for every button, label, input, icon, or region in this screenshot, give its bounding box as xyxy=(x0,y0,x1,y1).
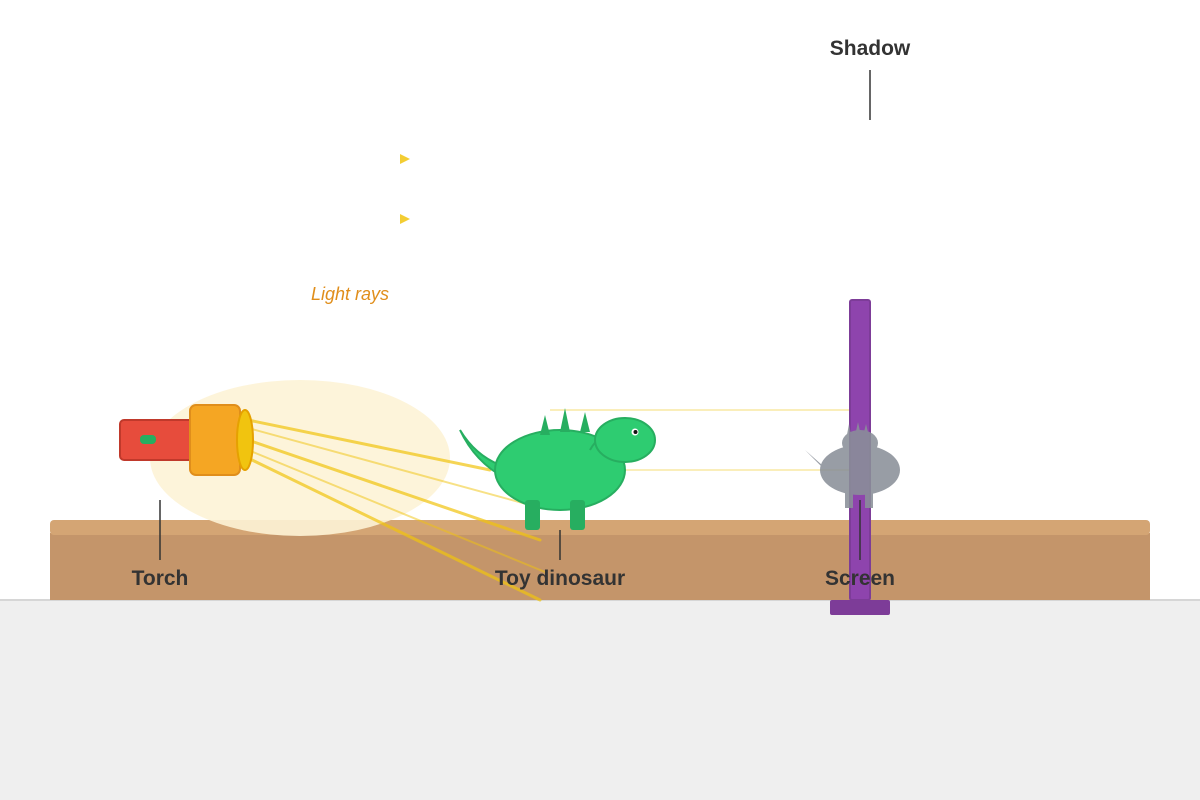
dinosaur-spike xyxy=(580,412,590,432)
torch-switch xyxy=(140,435,156,444)
light-rays-label: Light rays xyxy=(311,284,389,304)
light-ray xyxy=(246,418,492,472)
torch-body xyxy=(119,419,196,461)
light-ray xyxy=(247,449,546,573)
arrow-right-icon xyxy=(400,154,410,164)
toy-dinosaur-label: Toy dinosaur xyxy=(495,567,625,590)
shadow-spike xyxy=(846,424,852,440)
torch-lens xyxy=(236,409,254,471)
light-ray xyxy=(246,456,542,602)
torch-head xyxy=(189,404,241,476)
screen-base xyxy=(830,600,890,615)
light-ray xyxy=(246,438,542,542)
shadow-spike xyxy=(855,422,861,436)
dinosaur-icon xyxy=(459,408,656,530)
torch-label: Torch xyxy=(132,567,189,590)
floor xyxy=(0,600,1200,800)
torch-icon xyxy=(119,404,254,476)
dinosaur-leg xyxy=(525,500,540,530)
light-ray xyxy=(247,427,531,506)
shadow-tail xyxy=(805,450,825,470)
dinosaur-shadow-icon xyxy=(805,422,900,508)
dinosaur-spike xyxy=(560,408,570,432)
screen-label: Screen xyxy=(825,567,895,590)
dinosaur-pupil xyxy=(633,430,638,434)
dinosaur-body xyxy=(494,429,626,511)
shadow-body xyxy=(820,445,900,495)
shadow-spike xyxy=(863,424,869,436)
dinosaur-leg xyxy=(570,500,585,530)
leader-lines xyxy=(159,70,871,560)
table-front xyxy=(50,533,1150,600)
shadow-leg xyxy=(845,488,853,508)
dinosaur-spike xyxy=(540,415,550,435)
light-rays xyxy=(246,418,546,602)
shadow-leg xyxy=(865,488,873,508)
dinosaur-head xyxy=(594,417,656,463)
arrow-right-icon xyxy=(400,214,410,224)
shadow-label: Shadow xyxy=(830,37,911,60)
